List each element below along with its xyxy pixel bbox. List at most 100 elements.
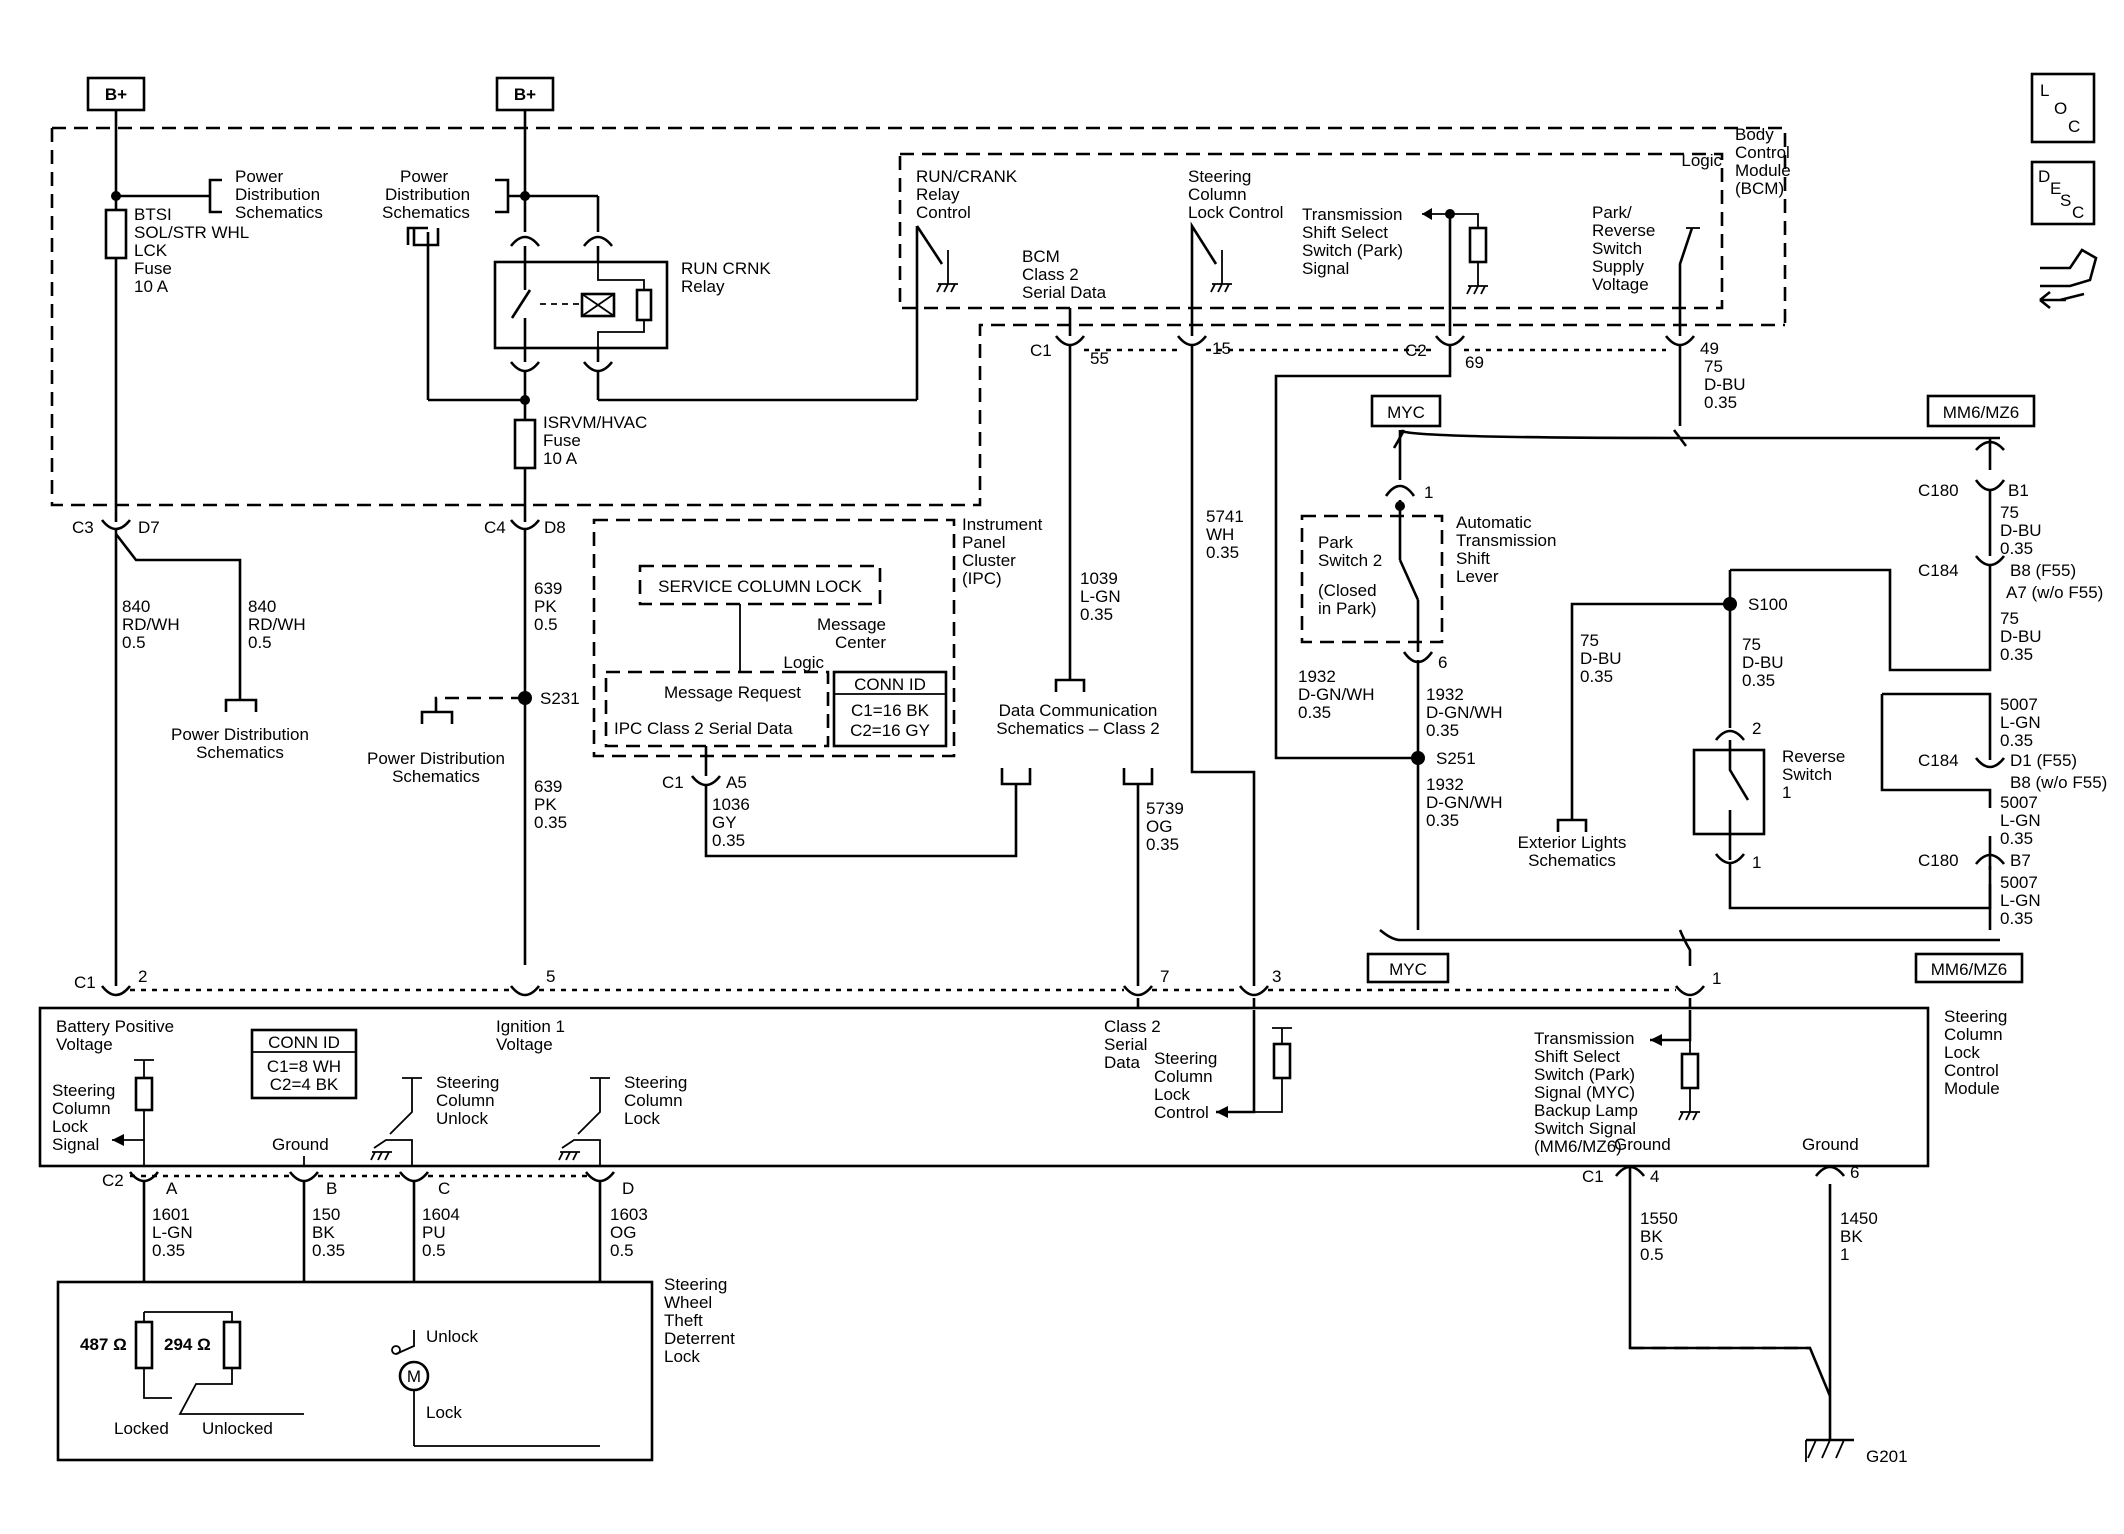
ipc-logic: Logic — [783, 653, 824, 672]
w1603-2: OG — [610, 1223, 636, 1242]
cls2-2: Serial — [1104, 1035, 1147, 1054]
pd: D — [622, 1179, 634, 1198]
ext-2: Schematics — [1528, 851, 1616, 870]
cls2-3: Data — [1104, 1053, 1140, 1072]
myc1: MYC — [1387, 403, 1425, 422]
w5007b-1: 5007 — [2000, 793, 2038, 812]
w75d-3: 0.35 — [1580, 667, 1613, 686]
w150-1: 150 — [312, 1205, 340, 1224]
un-1: Steering — [436, 1073, 499, 1092]
c180-b1: C180 — [1918, 481, 1959, 500]
ground-symbol-icon — [1805, 1439, 1845, 1462]
pd-mid-2: Schematics — [392, 767, 480, 786]
sclcm-t1: Steering — [1944, 1007, 2007, 1026]
mm6-box-1 — [1926, 394, 2036, 428]
pd2-l1: Power — [400, 167, 449, 186]
w840a-2: RD/WH — [122, 615, 180, 634]
desc-s: S — [2060, 191, 2071, 210]
w75d-2: D-BU — [1580, 649, 1622, 668]
w840a-3: 0.5 — [122, 633, 146, 652]
park-cl-2: in Park) — [1318, 599, 1377, 618]
w1039-2: L-GN — [1080, 587, 1121, 606]
sclcm-t5: Module — [1944, 1079, 2000, 1098]
loc-icon — [2030, 72, 2096, 144]
park-1: 1 — [1424, 483, 1433, 502]
w1036-3: 0.35 — [712, 831, 745, 850]
resistor-487 — [134, 1320, 154, 1370]
btsi-fuse — [104, 208, 128, 260]
pc: C — [438, 1179, 450, 1198]
mm6-1: MM6/MZ6 — [1943, 403, 2020, 422]
pd1-l3: Schematics — [235, 203, 323, 222]
desc-c: C — [2072, 203, 2084, 222]
c2-a-c: C2 — [102, 1171, 124, 1190]
bat-2: Voltage — [56, 1035, 113, 1054]
locked: Locked — [114, 1419, 169, 1438]
isrvm-fuse — [513, 418, 537, 470]
w1932c-2: D-GN/WH — [1426, 793, 1502, 812]
b7: B7 — [2010, 851, 2031, 870]
pd-mid-1: Power Distribution — [367, 749, 505, 768]
ls-1: Steering — [52, 1081, 115, 1100]
fuse1-l3: LCK — [134, 241, 168, 260]
w1932b-2: D-GN/WH — [1426, 703, 1502, 722]
pr-5: Voltage — [1592, 275, 1649, 294]
w1932b-1: 1932 — [1426, 685, 1464, 704]
d8: D8 — [544, 518, 566, 537]
ipc-t2: Panel — [962, 533, 1005, 552]
w639b-1: 639 — [534, 777, 562, 796]
sclcm-conn-id-box — [250, 1028, 358, 1100]
myc-box-1 — [1370, 394, 1442, 428]
sclcm-t3: Lock — [1944, 1043, 1980, 1062]
w1036-1: 1036 — [712, 795, 750, 814]
w75a-3: 0.35 — [2000, 539, 2033, 558]
ipc-t3: Cluster — [962, 551, 1016, 570]
c1-2-c: C1 — [74, 973, 96, 992]
sclcm-c1: C1=8 WH — [267, 1057, 341, 1076]
w639b-3: 0.35 — [534, 813, 567, 832]
ext-1: Exterior Lights — [1518, 833, 1627, 852]
desc-e: E — [2050, 179, 2061, 198]
w75c-2: D-BU — [1742, 653, 1784, 672]
rev-l3: 1 — [1782, 783, 1791, 802]
ipc-serial: IPC Class 2 Serial Data — [614, 719, 793, 738]
pd2-l2: Distribution — [385, 185, 470, 204]
ipc-service: SERVICE COLUMN LOCK — [658, 577, 862, 596]
pd1-l1: Power — [235, 167, 284, 186]
d7: D7 — [138, 518, 160, 537]
pr-4: Supply — [1592, 257, 1644, 276]
bat-1: Battery Positive — [56, 1017, 174, 1036]
sw-t1: Steering — [664, 1275, 727, 1294]
fuse-block-outline — [50, 126, 1787, 507]
sl-ctrl-3: Lock Control — [1188, 203, 1283, 222]
sclcm-c2: C2=4 BK — [270, 1075, 339, 1094]
resistor-294 — [222, 1320, 242, 1370]
ipc-t1: Instrument — [962, 515, 1043, 534]
fuse2-l2: Fuse — [543, 431, 581, 450]
p5: 5 — [546, 967, 555, 986]
w5007c-2: L-GN — [2000, 891, 2041, 910]
w75c-3: 0.35 — [1742, 671, 1775, 690]
w840b-2: RD/WH — [248, 615, 306, 634]
sw-t5: Lock — [664, 1347, 700, 1366]
bcm-c2-2: Class 2 — [1022, 265, 1079, 284]
c180-b7: C180 — [1918, 851, 1959, 870]
tr-5: Backup Lamp — [1534, 1101, 1638, 1120]
g201: G201 — [1866, 1447, 1908, 1466]
lc-1: Steering — [1154, 1049, 1217, 1068]
w1601-2: L-GN — [152, 1223, 193, 1242]
desc-d: D — [2038, 167, 2050, 186]
ign-1: Ignition 1 — [496, 1017, 565, 1036]
w1550-1: 1550 — [1640, 1209, 1678, 1228]
component-locator-icon — [2039, 248, 2098, 310]
r1-label: 487 Ω — [80, 1335, 127, 1354]
w5739-1: 5739 — [1146, 799, 1184, 818]
rc-ctrl-3: Control — [916, 203, 971, 222]
lk-3: Lock — [624, 1109, 660, 1128]
mm6-box-2 — [1914, 952, 2024, 984]
w1932a-1: 1932 — [1298, 667, 1336, 686]
w75top-1: 75 — [1704, 357, 1723, 376]
c1-a5: C1 — [662, 773, 684, 792]
bcm-title-1: Body — [1735, 125, 1774, 144]
gnd-r1: Ground — [1614, 1135, 1671, 1154]
